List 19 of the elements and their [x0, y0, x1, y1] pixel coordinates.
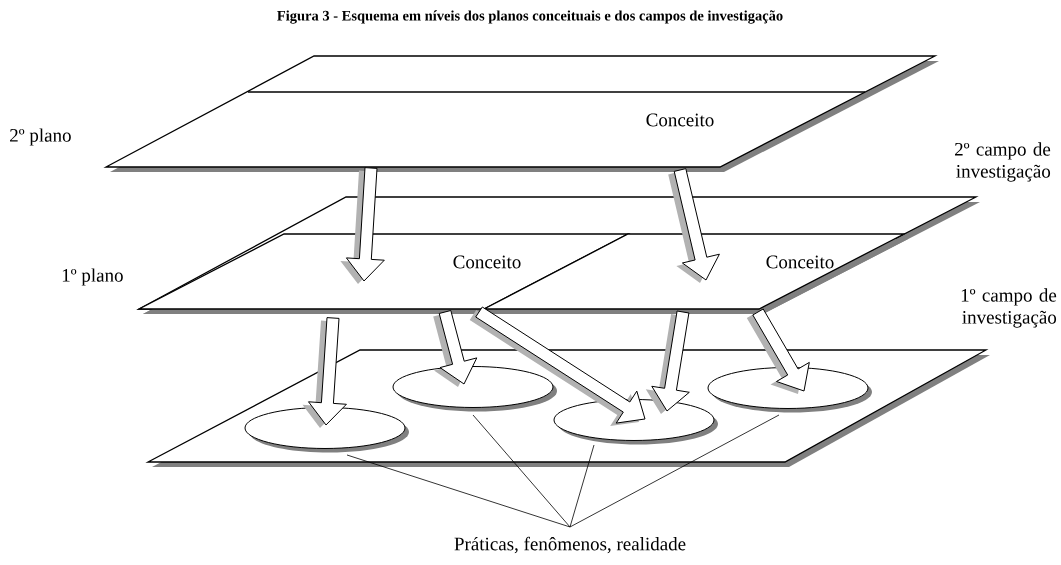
leader-line — [569, 444, 595, 528]
block-arrow — [668, 168, 720, 283]
level-label: 2º campo de investigação — [955, 142, 1051, 182]
block-arrow — [340, 167, 385, 284]
leader-line — [569, 414, 780, 528]
level-label: 2º plano — [10, 128, 71, 146]
title: Figura 3 - Esquema em níveis dos planos conceituais e dos campos de investigação — [277, 10, 783, 24]
caption-text: Práticas, fenômenos, realidade — [454, 536, 686, 554]
ellipse — [392, 366, 557, 412]
block-arrow — [645, 310, 690, 414]
block-arrow — [302, 317, 347, 428]
level-label: 1º campo de investigação — [961, 288, 1057, 328]
leader-line — [346, 454, 571, 528]
block-arrow — [469, 306, 646, 427]
block-arrow — [746, 308, 810, 394]
leader-line — [472, 414, 571, 528]
block-arrow — [433, 310, 478, 387]
level-label: 1º plano — [62, 268, 123, 286]
ellipse — [244, 407, 409, 453]
